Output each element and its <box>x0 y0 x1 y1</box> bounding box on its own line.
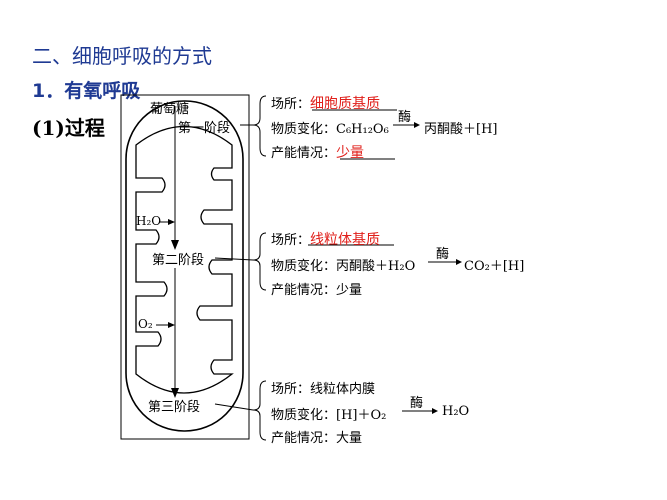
place-answer: 细胞质基质 <box>310 96 381 112</box>
stage1-place: 场所：细胞质基质 <box>271 93 380 113</box>
bracket-stage3 <box>214 380 267 441</box>
oxygen-arrow-head <box>168 322 175 328</box>
diagram-frame <box>120 94 250 440</box>
stage3-label: 第三阶段 <box>148 400 201 415</box>
main-arrow-head <box>171 240 179 250</box>
energy-prefix: 产能情况： <box>271 283 337 298</box>
stage2-energy: 产能情况：少量 <box>271 279 362 298</box>
bracket-stage1 <box>240 95 267 157</box>
stage2-place: 场所：线粒体基质 <box>271 229 380 249</box>
product-2: CO₂＋[H] <box>464 259 525 274</box>
energy-answer: 少量 <box>336 283 363 298</box>
energy-prefix: 产能情况： <box>271 431 337 446</box>
reactant: C₆H₁₂O₆ <box>336 122 389 137</box>
lower-arrow-head <box>171 388 179 398</box>
stage2-change: 物质变化：丙酮酸＋H₂O <box>271 255 415 274</box>
process-label: (1)过程 <box>32 116 105 140</box>
energy-prefix: 产能情况： <box>271 146 337 161</box>
inner-membrane <box>135 126 234 394</box>
place-prefix: 场所： <box>271 233 311 248</box>
change-prefix: 物质变化： <box>271 408 337 423</box>
change-prefix: 物质变化： <box>271 259 337 274</box>
section-title: 二、细胞呼吸的方式 <box>32 44 212 68</box>
glucose-label: 葡萄糖 <box>150 102 190 117</box>
stage2-label: 第二阶段 <box>152 253 205 268</box>
place-answer: 线粒体内膜 <box>310 382 376 397</box>
reactant: [H]＋O₂ <box>336 408 387 423</box>
water-label: H₂O <box>136 214 162 228</box>
product-1: 丙酮酸＋[H] <box>424 122 498 137</box>
enzyme-label-2: 酶 <box>436 247 450 262</box>
stage1-energy: 产能情况：少量 <box>271 142 364 162</box>
stage3-change: 物质变化：[H]＋O₂ <box>271 404 386 423</box>
stage3-energy: 产能情况：大量 <box>271 427 362 446</box>
bracket-stage2 <box>214 232 267 291</box>
reactant: 丙酮酸＋H₂O <box>336 259 416 274</box>
enzyme-label-3: 酶 <box>410 396 424 411</box>
place-prefix: 场所： <box>271 97 311 112</box>
water-arrow-head <box>168 219 175 225</box>
stage3-place: 场所：线粒体内膜 <box>271 378 375 397</box>
outer-membrane <box>125 100 244 432</box>
place-prefix: 场所： <box>271 382 311 397</box>
energy-answer: 大量 <box>336 431 363 446</box>
change-prefix: 物质变化： <box>271 122 337 137</box>
oxygen-label: O₂ <box>138 317 153 331</box>
stage1-label: 第一阶段 <box>178 121 231 136</box>
place-answer: 线粒体基质 <box>310 232 381 248</box>
subsection-title: 1．有氧呼吸 <box>32 80 141 102</box>
product-3: H₂O <box>442 404 470 419</box>
stage1-change: 物质变化：C₆H₁₂O₆ <box>271 118 389 137</box>
enzyme-label-1: 酶 <box>398 110 412 125</box>
energy-answer: 少量 <box>336 145 365 161</box>
